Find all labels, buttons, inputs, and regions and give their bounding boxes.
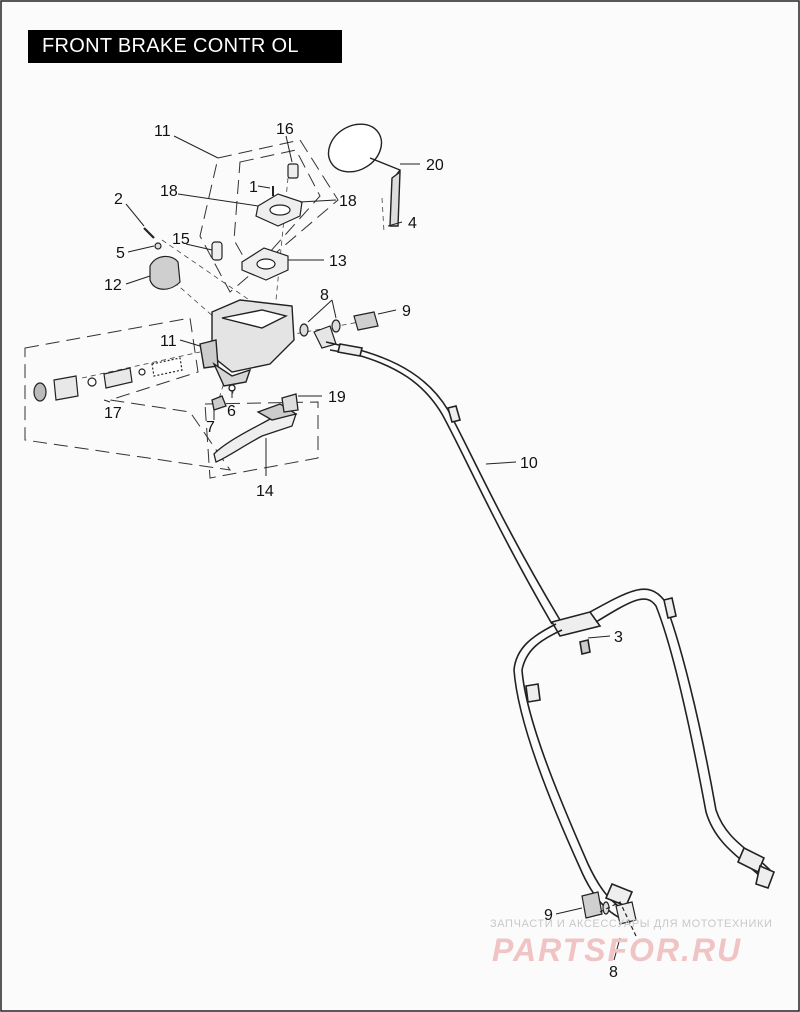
callout-12: 12: [104, 277, 122, 294]
callout-18-left: 18: [160, 183, 178, 200]
callout-16: 16: [276, 121, 294, 138]
callout-13: 13: [329, 253, 347, 270]
banjo-fittings-upper: [299, 311, 379, 349]
callout-11-lower: 11: [160, 333, 177, 350]
callout-8-lower: 8: [609, 964, 618, 981]
callout-2: 2: [114, 191, 123, 208]
group-17-piston-kit: [24, 317, 232, 471]
callout-9-lower: 9: [544, 907, 553, 924]
diagram-title: FRONT BRAKE CONTR OL: [28, 30, 342, 63]
master-cylinder-body: [199, 299, 295, 387]
callout-10: 10: [520, 455, 538, 472]
callout-17: 17: [104, 405, 122, 422]
callout-4: 4: [408, 215, 417, 232]
callout-6: 6: [227, 403, 236, 420]
watermark-tagline: ЗАПЧАСТИ И АКСЕССУАРЫ ДЛЯ МОТОТЕХНИКИ: [490, 918, 773, 930]
callout-7: 7: [206, 419, 215, 436]
piston-kit-17: [33, 357, 183, 402]
banjo-fittings-lower: [581, 891, 637, 937]
callout-8-upper: 8: [320, 287, 329, 304]
part-15-pin: [211, 241, 223, 261]
assembly-groups: [24, 139, 339, 479]
group-14-lever: [204, 401, 319, 479]
watermark-logo: PARTSFOR.RU: [492, 932, 743, 968]
callout-18-right: 18: [339, 193, 357, 210]
leader-lines: [103, 135, 621, 961]
small-hardware: [143, 227, 181, 290]
brake-line-10: [325, 341, 776, 921]
part-7: [211, 395, 227, 411]
callout-1: 1: [249, 179, 258, 196]
part-19: [281, 393, 299, 413]
group-11-upper: [199, 139, 339, 293]
callout-11-upper: 11: [154, 123, 171, 140]
part-16-plug: [287, 163, 299, 179]
callout-3: 3: [614, 629, 623, 646]
group-18-reservoir: [233, 149, 321, 273]
callout-15: 15: [172, 231, 190, 248]
callout-9-upper: 9: [402, 303, 411, 320]
callout-5: 5: [116, 245, 125, 262]
part-12-cover: [149, 255, 181, 290]
callout-20: 20: [426, 157, 444, 174]
reservoir-parts: [211, 163, 303, 281]
brake-lever-14: [211, 384, 299, 463]
callout-19: 19: [328, 389, 346, 406]
mirror-20: [327, 123, 402, 227]
callout-labels: 1 2 3 4 5 6 7 8 8 9 9 10 11 11 12 13 14 …: [104, 121, 623, 981]
callout-14: 14: [256, 483, 274, 500]
